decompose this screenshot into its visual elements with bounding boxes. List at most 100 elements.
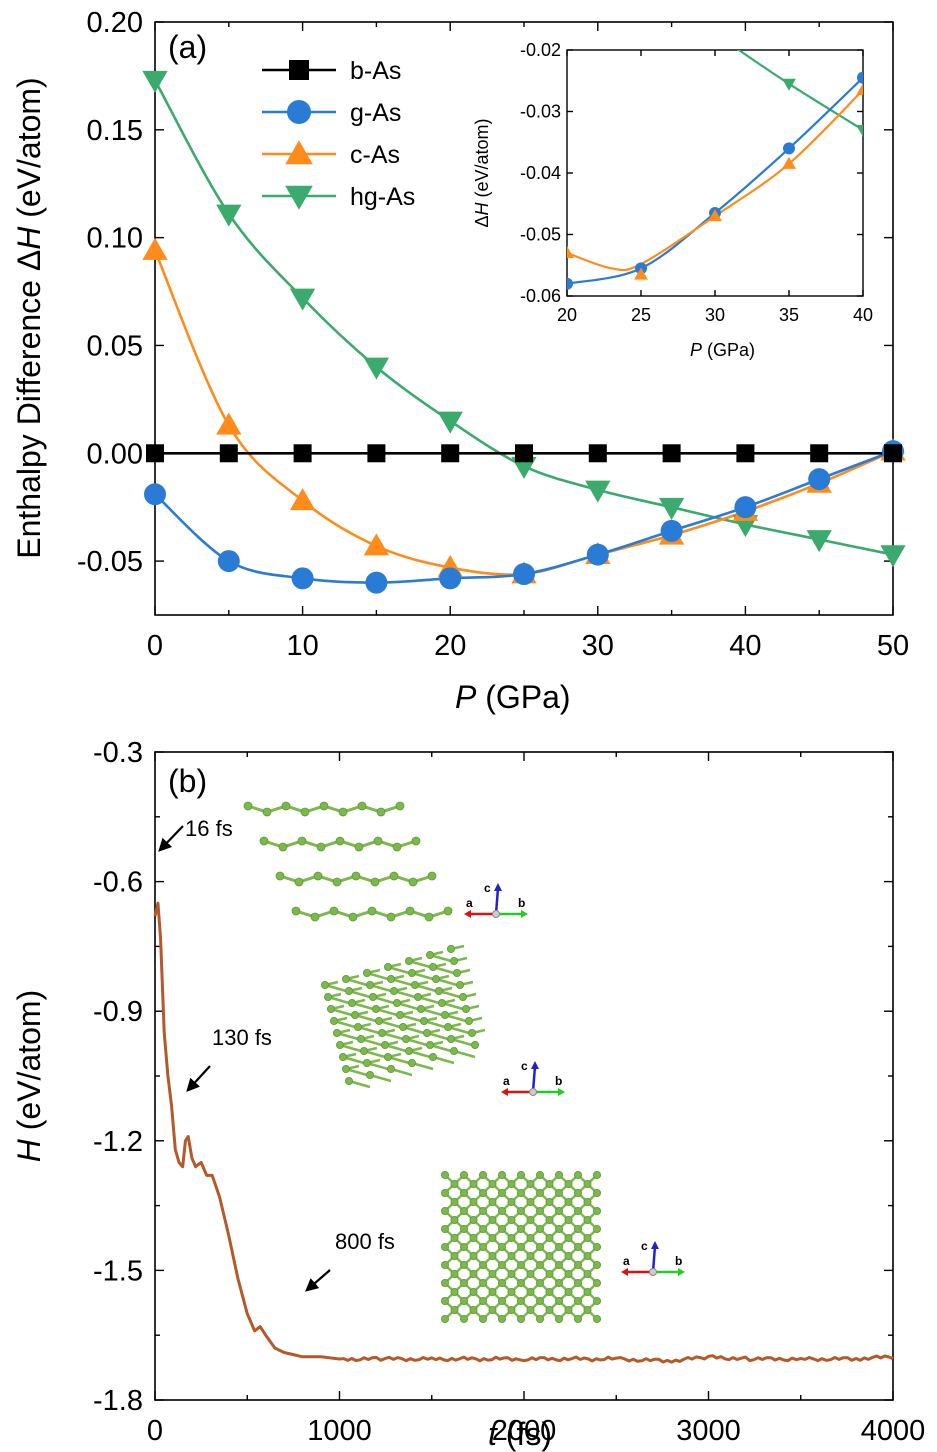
atom (446, 945, 455, 954)
y-tick-label: 0.15 (87, 115, 143, 147)
atom (536, 1315, 545, 1324)
atom (488, 1306, 497, 1315)
atom (351, 871, 361, 881)
atom (341, 1065, 350, 1074)
atom (380, 1041, 389, 1050)
atom (536, 1279, 545, 1288)
c-axis-label: c (521, 1059, 528, 1073)
x-tick-label: 30 (582, 630, 614, 662)
atom (404, 1047, 413, 1056)
atom (507, 1288, 516, 1297)
atom (297, 836, 307, 846)
atom (507, 1198, 516, 1207)
b-axis-label: b (518, 896, 525, 910)
triad-origin (492, 910, 500, 918)
inset-point-c-As (856, 83, 863, 96)
atom (459, 1189, 468, 1198)
structure-intermediate (320, 944, 486, 1089)
atom (517, 1297, 526, 1306)
atom (555, 1207, 564, 1216)
inset-point-c-As (567, 246, 574, 259)
atom (335, 836, 345, 846)
atom (459, 1225, 468, 1234)
y-tick-label: -1.2 (93, 1126, 143, 1158)
atom (323, 993, 332, 1002)
y-tick-label: 0.20 (87, 7, 143, 39)
atom (419, 1017, 428, 1026)
a-axis-head (464, 910, 471, 918)
c-axis-arrow (494, 887, 500, 915)
atom (440, 1171, 449, 1180)
data-point-b-As (662, 444, 681, 463)
atom (395, 801, 405, 811)
atom (478, 1225, 487, 1234)
atom (526, 1252, 535, 1261)
structure-b-as (243, 801, 453, 922)
inset-y-tick-label: -0.03 (520, 102, 561, 122)
atom (449, 1047, 458, 1056)
atom (593, 1225, 602, 1234)
atom (478, 1171, 487, 1180)
atom (350, 1011, 359, 1020)
atom (386, 1065, 395, 1074)
legend-marker (289, 60, 309, 80)
atom (488, 1288, 497, 1297)
atom (478, 1189, 487, 1198)
annotation-label: 16 fs (185, 816, 233, 841)
y-tick-label: 0.10 (87, 223, 143, 255)
atom (526, 1306, 535, 1315)
atom (517, 1243, 526, 1252)
atom (440, 1243, 449, 1252)
atom (386, 975, 395, 984)
atom (459, 1297, 468, 1306)
legend-item-hg-As: hg-As (262, 183, 415, 211)
data-point-g-As (734, 496, 757, 519)
atom (583, 1234, 592, 1243)
atom (517, 1315, 526, 1324)
a-axis-label: a (503, 1074, 510, 1088)
atom (450, 1252, 459, 1261)
atom (440, 1279, 449, 1288)
y-tick-label: -1.8 (93, 1385, 143, 1417)
atom (373, 836, 383, 846)
legend-marker (287, 100, 311, 124)
atom (478, 1315, 487, 1324)
atom (452, 969, 461, 978)
atom (478, 1261, 487, 1270)
atom (583, 1270, 592, 1279)
inset-point-c-As (782, 156, 796, 169)
atom (365, 981, 374, 990)
atom (405, 906, 415, 916)
atom (593, 1189, 602, 1198)
x-tick-label: 2000 (492, 1415, 557, 1447)
inset-y-tick-label: -0.05 (520, 225, 561, 245)
atom (368, 993, 377, 1002)
atom (517, 1171, 526, 1180)
atom (425, 951, 434, 960)
atom (410, 981, 419, 990)
atom (319, 801, 329, 811)
atom (278, 842, 288, 852)
annotation-arrow (305, 1269, 331, 1292)
data-point-hg-As (806, 530, 832, 553)
atom (359, 1047, 368, 1056)
atom (574, 1189, 583, 1198)
atom (335, 1041, 344, 1050)
atom (371, 1005, 380, 1014)
y-tick-label: 0.00 (87, 438, 143, 470)
b-axis-label: b (555, 1074, 562, 1088)
atom (564, 1234, 573, 1243)
panel-b-label: (b) (168, 763, 207, 799)
data-point-g-As (365, 571, 388, 594)
data-point-hg-As (511, 456, 537, 479)
inset-point-hg-As (856, 124, 863, 137)
atom (427, 871, 437, 881)
atom (434, 987, 443, 996)
data-point-b-As (884, 444, 902, 463)
atom (413, 993, 422, 1002)
legend-label: hg-As (350, 183, 415, 211)
